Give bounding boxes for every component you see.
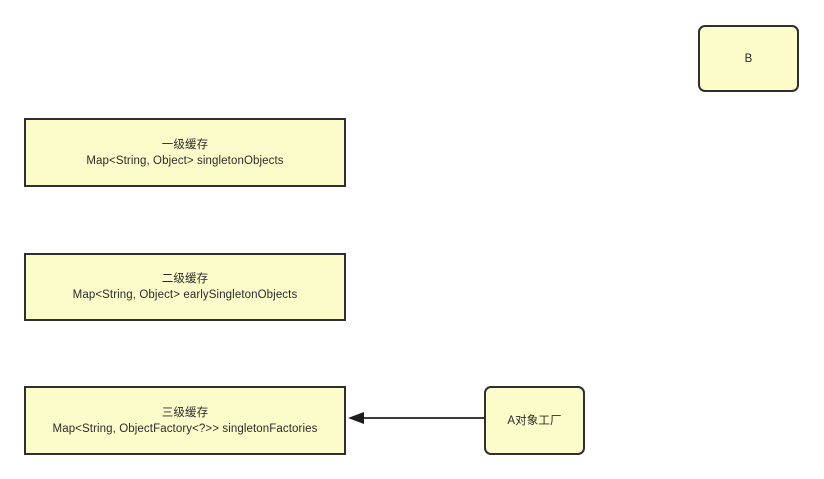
node-cache-level-2-title: 二级缓存 <box>161 273 209 285</box>
node-factory-a-label: A对象工厂 <box>507 414 562 427</box>
node-bean-b[interactable]: B <box>698 25 799 92</box>
node-cache-level-1[interactable]: 一级缓存 Map<String, Object> singletonObject… <box>24 118 346 187</box>
node-cache-level-1-detail: Map<String, Object> singletonObjects <box>86 154 284 167</box>
node-cache-level-2[interactable]: 二级缓存 Map<String, Object> earlySingletonO… <box>24 253 346 321</box>
node-cache-level-2-detail: Map<String, Object> earlySingletonObject… <box>72 289 298 301</box>
node-factory-a[interactable]: A对象工厂 <box>484 386 585 455</box>
node-cache-level-1-title: 一级缓存 <box>161 138 209 151</box>
node-cache-level-3-detail: Map<String, ObjectFactory<?>> singletonF… <box>52 422 318 435</box>
node-bean-b-label: B <box>744 52 753 65</box>
edge-arrowhead-icon <box>348 412 364 424</box>
node-cache-level-3[interactable]: 三级缓存 Map<String, ObjectFactory<?>> singl… <box>24 386 346 455</box>
node-cache-level-3-title: 三级缓存 <box>161 406 209 419</box>
